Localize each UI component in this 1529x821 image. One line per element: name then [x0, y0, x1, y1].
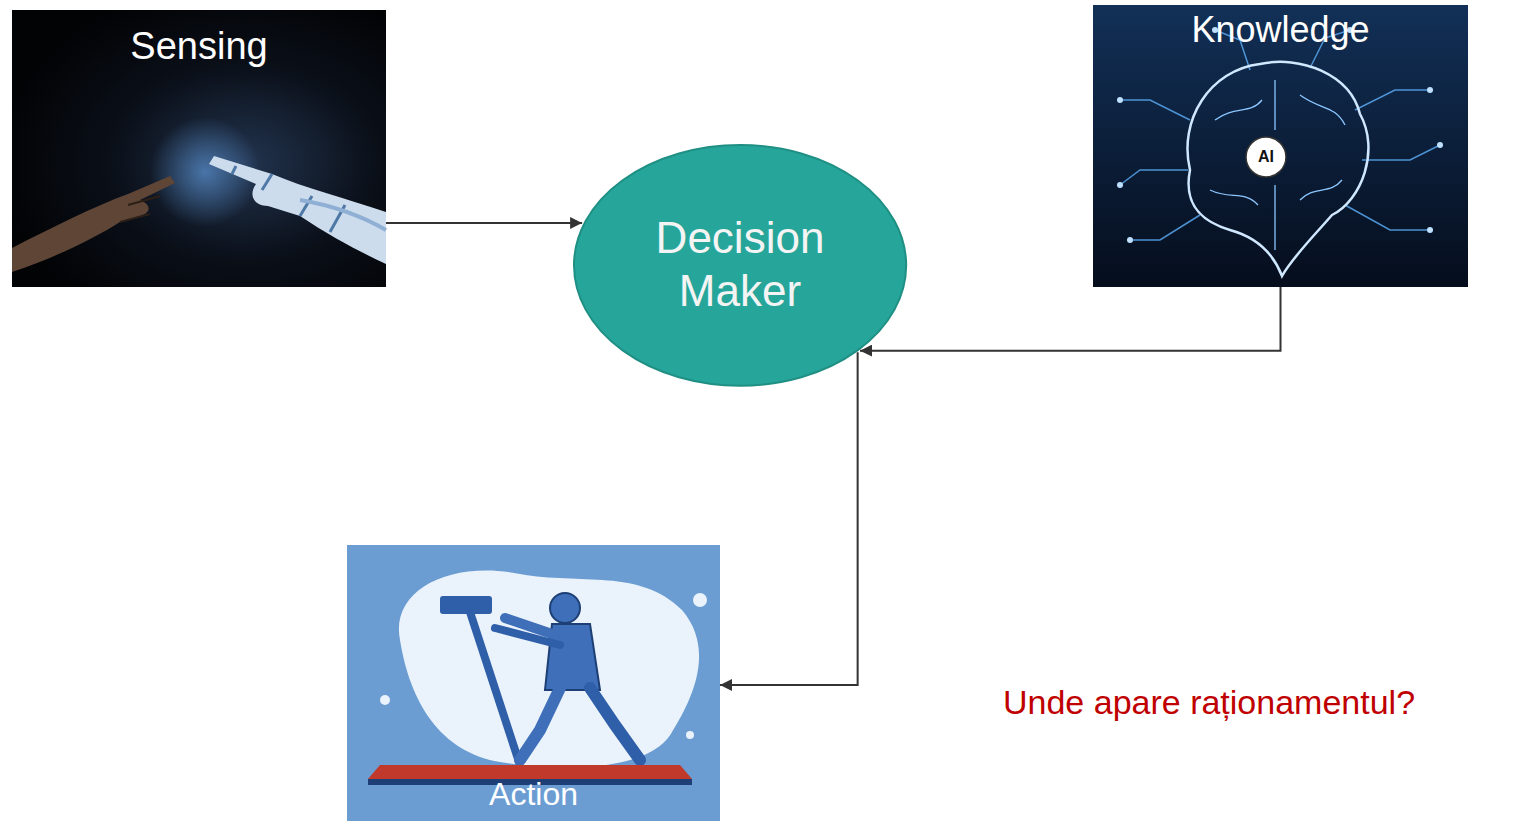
node-title: Sensing [130, 24, 267, 70]
flow-arrow [386, 222, 582, 224]
sensing-illustration [12, 10, 386, 287]
knowledge-illustration [1093, 5, 1468, 287]
knowledge-panel: Knowledge [1093, 5, 1468, 287]
ellipse-outline [572, 143, 908, 388]
question-note: Unde apare raționamentul? [1003, 680, 1503, 724]
flow-arrow [720, 352, 858, 685]
ai-badge-text: AI [1246, 137, 1286, 177]
action-illustration [347, 545, 720, 821]
action-panel: Action [347, 545, 720, 815]
node-title: Knowledge [1191, 8, 1369, 51]
node-title: Decision Maker [625, 212, 855, 318]
ai-badge-text: AI [1258, 148, 1274, 166]
flow-arrow [860, 287, 1280, 351]
sensing-panel: Sensing [12, 10, 386, 287]
question-note: Unde apare raționamentul? [1003, 683, 1415, 722]
decision-ellipse: Decision Maker [572, 143, 908, 388]
node-title: Action [489, 775, 578, 813]
